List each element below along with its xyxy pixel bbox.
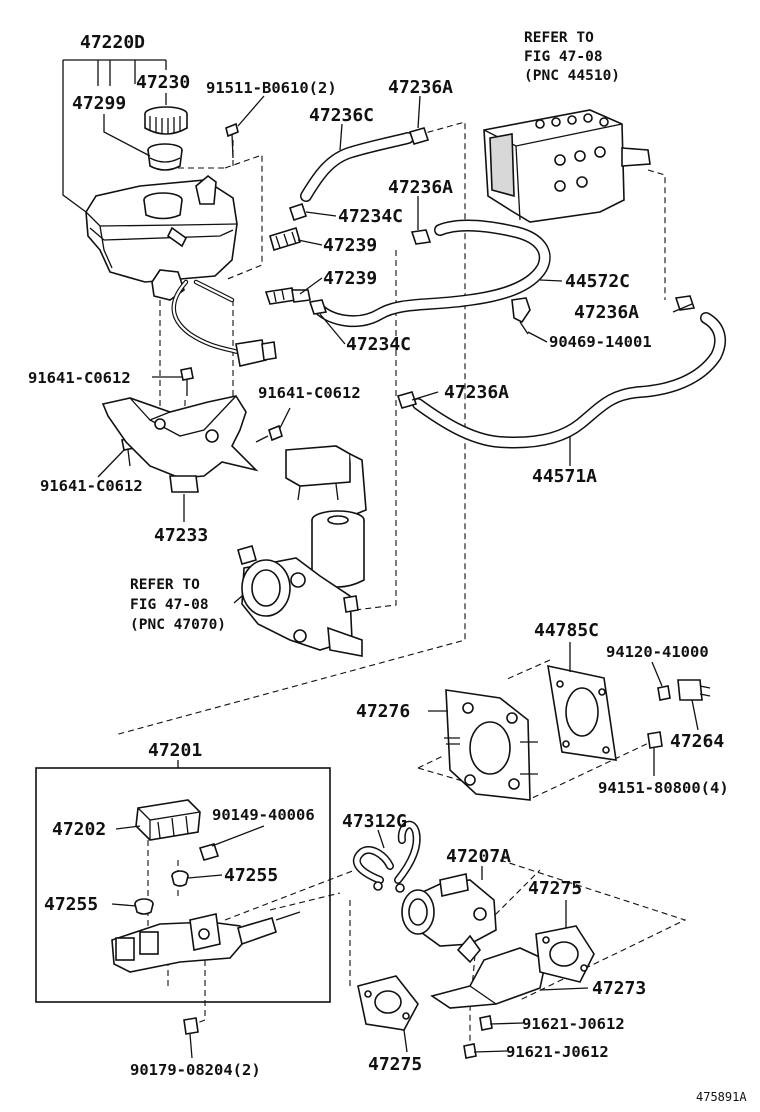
label-47234C-lower: 47234C	[346, 334, 411, 355]
lower-pump-group	[352, 820, 595, 1059]
refer-note-abs: REFER TO FIG 47-08 (PNC 44510)	[524, 30, 620, 84]
label-47234C-upper: 47234C	[338, 206, 403, 227]
label-47236C: 47236C	[309, 105, 374, 126]
label-90179-08204: 90179-08204(2)	[130, 1061, 261, 1079]
label-91621-J0612-a: 91621-J0612	[522, 1015, 625, 1033]
refer-top-line1: REFER TO	[524, 30, 594, 46]
label-47236A-right: 47236A	[574, 302, 639, 323]
pump-motor-assembly	[237, 445, 367, 657]
label-47275-bottom: 47275	[368, 1054, 422, 1075]
label-91641-C0612-c: 91641-C0612	[40, 477, 143, 495]
refer-mid-line1: REFER TO	[130, 577, 200, 593]
illustration-id: 475891A	[696, 1090, 747, 1104]
label-47236A-top: 47236A	[388, 77, 453, 98]
refer-mid-line3: (PNC 47070)	[130, 617, 226, 633]
label-91641-C0612-a: 91641-C0612	[28, 369, 131, 387]
label-94151-80800: 94151-80800(4)	[598, 779, 729, 797]
label-44572C: 44572C	[565, 271, 630, 292]
hoses-clamps	[264, 127, 727, 449]
refer-top-line2: FIG 47-08	[524, 49, 603, 65]
label-47236A-upper: 47236A	[388, 177, 453, 198]
label-47220D: 47220D	[80, 32, 145, 53]
label-47299: 47299	[72, 93, 126, 114]
label-90469-14001: 90469-14001	[549, 333, 652, 351]
refer-top-line3: (PNC 44510)	[524, 68, 620, 84]
master-cylinder-group	[35, 767, 331, 1035]
label-47207A: 47207A	[446, 846, 511, 867]
label-47239-upper: 47239	[323, 235, 377, 256]
label-47236A-lower: 47236A	[444, 382, 509, 403]
label-47202: 47202	[52, 819, 106, 840]
label-91641-C0612-b: 91641-C0612	[258, 384, 361, 402]
label-47239-lower: 47239	[323, 268, 377, 289]
label-47276: 47276	[356, 701, 410, 722]
leader-lines	[62, 59, 699, 1059]
label-94120-41000: 94120-41000	[606, 643, 709, 661]
label-44571A: 44571A	[532, 466, 597, 487]
label-47312G: 47312G	[342, 811, 407, 832]
group-47201-box	[35, 767, 331, 1003]
label-91621-J0612-b: 91621-J0612	[506, 1043, 609, 1061]
refer-note-pump: REFER TO FIG 47-08 (PNC 47070)	[130, 577, 226, 633]
label-47201: 47201	[148, 740, 202, 761]
dashed-lines	[114, 121, 687, 1048]
label-47273: 47273	[592, 978, 646, 999]
part-labels: 47220D 47230 47299 91511-B0610(2) 47236A…	[28, 30, 747, 1104]
abs-actuator	[483, 109, 651, 223]
label-47255-left: 47255	[44, 894, 98, 915]
label-47264: 47264	[670, 731, 724, 752]
label-90149-40006: 90149-40006	[212, 806, 315, 824]
label-47230: 47230	[136, 72, 190, 93]
label-44785C: 44785C	[534, 620, 599, 641]
reservoir-assembly	[85, 106, 283, 493]
label-47275-right: 47275	[528, 878, 582, 899]
label-47233: 47233	[154, 525, 208, 546]
label-91511-B0610: 91511-B0610(2)	[206, 79, 337, 97]
refer-mid-line2: FIG 47-08	[130, 597, 209, 613]
booster-gaskets	[444, 664, 711, 801]
label-47255-right: 47255	[224, 865, 278, 886]
